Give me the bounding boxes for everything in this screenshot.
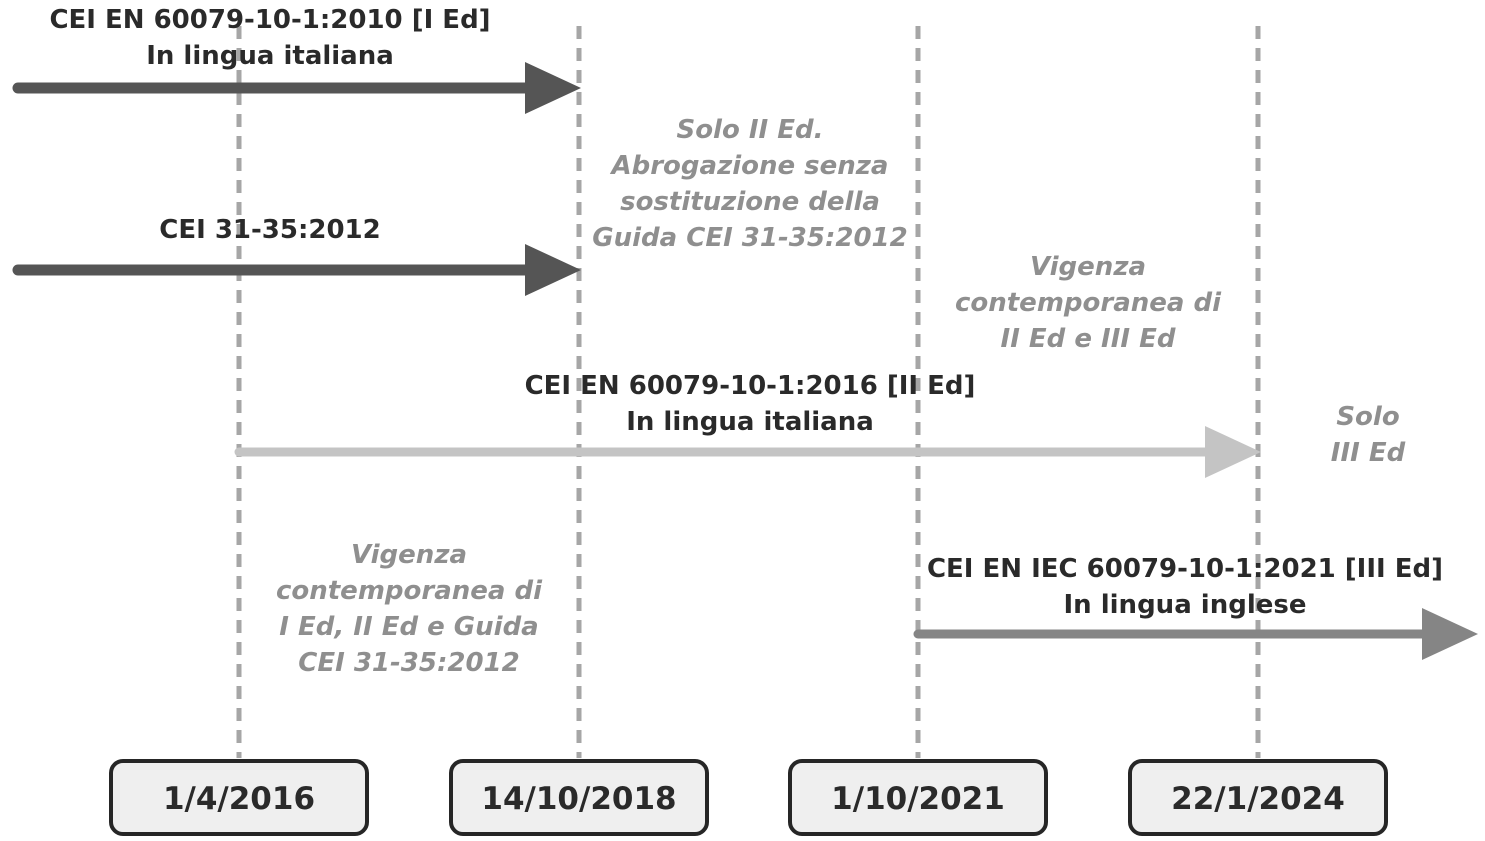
- date-label-4: 22/1/2024: [1171, 781, 1345, 817]
- note-line: I Ed, II Ed e Guida: [279, 612, 538, 642]
- date-label-2: 14/10/2018: [481, 781, 676, 817]
- note-line: contemporanea di: [276, 576, 543, 606]
- date-box-1: 1/4/2016: [109, 759, 369, 836]
- date-box-3: 1/10/2021: [788, 759, 1048, 836]
- note-solo-second-edition: Solo II Ed. Abrogazione senza sostituzio…: [592, 115, 907, 253]
- note-line: sostituzione della: [620, 187, 880, 217]
- note-vigenza-first-second-guida: Vigenza contemporanea di I Ed, II Ed e G…: [276, 540, 543, 678]
- arrow-second-edition: [234, 426, 1261, 478]
- guida-31-35-title: CEI 31-35:2012: [159, 215, 380, 245]
- note-line: Guida CEI 31-35:2012: [592, 223, 907, 253]
- note-line: Solo: [1336, 402, 1399, 432]
- note-line: contemporanea di: [955, 288, 1222, 318]
- first-edition-language: In lingua italiana: [146, 41, 394, 71]
- note-line: Abrogazione senza: [610, 151, 889, 181]
- date-box-4: 22/1/2024: [1128, 759, 1388, 836]
- note-line: Solo II Ed.: [676, 115, 823, 145]
- arrow-guida-31-35: [12, 244, 581, 296]
- date-label-3: 1/10/2021: [831, 781, 1005, 817]
- third-edition-title: CEI EN IEC 60079-10-1:2021 [III Ed]: [927, 554, 1443, 584]
- arrow-third-edition: [913, 608, 1478, 660]
- note-vigenza-second-third: Vigenza contemporanea di II Ed e III Ed: [955, 252, 1222, 354]
- note-line: Vigenza: [1030, 252, 1146, 282]
- note-solo-third-edition: Solo III Ed: [1331, 402, 1406, 468]
- third-edition-language: In lingua inglese: [1064, 590, 1307, 620]
- second-edition-title: CEI EN 60079-10-1:2016 [II Ed]: [525, 371, 976, 401]
- note-line: Vigenza: [351, 540, 467, 570]
- second-edition-language: In lingua italiana: [626, 407, 874, 437]
- arrow-first-edition: [12, 62, 581, 114]
- date-label-1: 1/4/2016: [163, 781, 315, 817]
- first-edition-title: CEI EN 60079-10-1:2010 [I Ed]: [49, 5, 490, 35]
- note-line: CEI 31-35:2012: [298, 648, 519, 678]
- note-line: II Ed e III Ed: [1001, 324, 1176, 354]
- note-line: III Ed: [1331, 438, 1406, 468]
- date-box-2: 14/10/2018: [449, 759, 709, 836]
